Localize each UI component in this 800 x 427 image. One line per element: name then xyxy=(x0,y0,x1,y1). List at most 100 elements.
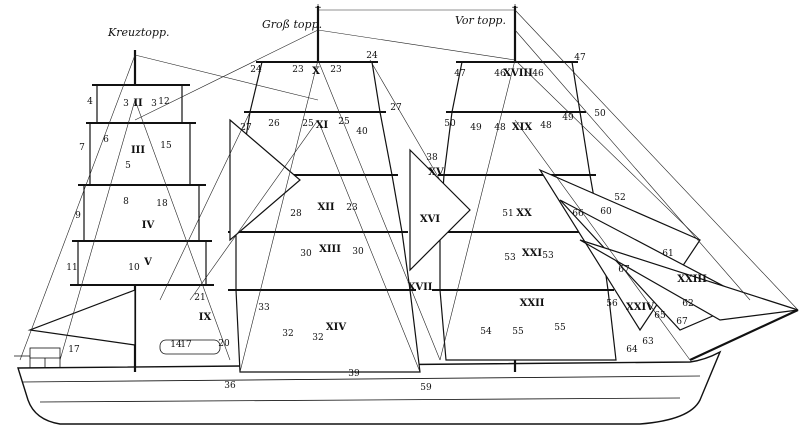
rope-label: 47 xyxy=(574,53,586,63)
rope-label: 39 xyxy=(348,369,360,379)
rope-label: 12 xyxy=(158,97,169,107)
rope-label: 50 xyxy=(444,119,456,129)
main-mast-truck-cross: + xyxy=(314,3,322,13)
rope-label: 55 xyxy=(554,323,566,333)
fore-mast-title: Vor topp. xyxy=(455,14,506,27)
rope-label: 11 xyxy=(66,263,77,273)
sail-label: XX xyxy=(516,208,532,219)
sail-numbers: II III IV V IX X XI XII XIII XIV XVIII X… xyxy=(131,66,707,333)
rope-label: 60 xyxy=(600,207,612,217)
rope-label: 49 xyxy=(562,113,574,123)
rope-label: 9 xyxy=(75,211,81,221)
sail-label: IV xyxy=(142,220,155,231)
rope-label: 65 xyxy=(654,311,666,321)
sail-label: XII xyxy=(317,202,334,213)
rope-label: 46 xyxy=(532,69,544,79)
rope-label: 50 xyxy=(594,109,606,119)
sail-label: XXII xyxy=(520,298,545,309)
mizzen-mast-title: Kreuztopp. xyxy=(107,26,170,39)
rope-label: 67 xyxy=(676,317,688,327)
rope-label: 20 xyxy=(218,339,230,349)
staysails xyxy=(229,118,471,272)
sail-label: XVI xyxy=(420,214,441,225)
rope-label: 15 xyxy=(160,141,172,151)
fore-mast-truck-cross: + xyxy=(511,3,519,13)
rope-label: 56 xyxy=(606,299,618,309)
rope-label: 64 xyxy=(626,345,638,355)
headsails xyxy=(538,168,799,332)
rope-label: 33 xyxy=(258,303,270,313)
rope-numbers: 4 3 3 12 7 6 15 5 8 18 9 10 11 17 14 17 … xyxy=(66,51,693,393)
rope-label: 21 xyxy=(194,293,205,303)
rope-label: 23 xyxy=(330,65,342,75)
rope-label: 54 xyxy=(480,327,492,337)
rope-label: 53 xyxy=(542,251,554,261)
sail-label: V xyxy=(143,257,152,268)
sail-label: XXIII xyxy=(677,274,707,285)
rope-label: 32 xyxy=(312,333,323,343)
rope-label: 30 xyxy=(352,247,364,257)
rope-label: 30 xyxy=(300,249,312,259)
sail-label: XIX xyxy=(512,122,532,133)
rope-label: 27 xyxy=(390,103,402,113)
rope-label: 14 xyxy=(170,340,182,350)
sail-label: III xyxy=(131,145,145,156)
rope-label: 10 xyxy=(128,263,140,273)
rope-label: 38 xyxy=(426,153,438,163)
bowsprit xyxy=(689,309,799,361)
rope-label: 24 xyxy=(250,65,262,75)
rope-label: 66 xyxy=(572,209,584,219)
rope-label: 59 xyxy=(420,383,432,393)
fore-sails xyxy=(432,61,617,361)
rope-label: 67 xyxy=(618,265,630,275)
rope-label: 52 xyxy=(614,193,625,203)
rope-label: 3 xyxy=(151,99,157,109)
sail-label: XIV xyxy=(326,322,346,333)
rope-label: 61 xyxy=(662,249,673,259)
rope-label: 8 xyxy=(123,197,129,207)
rope-label: 23 xyxy=(346,203,358,213)
rope-label: 63 xyxy=(642,337,654,347)
rope-label: 27 xyxy=(240,123,252,133)
sail-label: X xyxy=(312,66,320,77)
rope-label: 62 xyxy=(682,299,693,309)
rope-label: 48 xyxy=(540,121,552,131)
sail-label: II xyxy=(133,98,143,109)
rope-label: 48 xyxy=(494,123,506,133)
sail-label: XXI xyxy=(522,248,543,259)
sail-label: XI xyxy=(316,120,329,131)
rope-label: 6 xyxy=(103,135,109,145)
rope-label: 51 xyxy=(502,209,513,219)
rope-label: 24 xyxy=(366,51,378,61)
rope-label: 5 xyxy=(125,161,131,171)
lifeboat xyxy=(159,339,221,355)
rope-label: 4 xyxy=(87,97,93,107)
rope-label: 18 xyxy=(156,199,168,209)
rigging-lines xyxy=(19,9,799,373)
rope-label: 3 xyxy=(123,99,129,109)
sail-label: XIII xyxy=(319,244,341,255)
rope-label: 36 xyxy=(224,381,236,391)
mizzen-sails xyxy=(27,84,214,346)
rope-label: 32 xyxy=(282,329,293,339)
rope-label: 49 xyxy=(470,123,482,133)
sail-label: XXIV xyxy=(626,302,654,313)
hull xyxy=(14,339,722,425)
rope-label: 7 xyxy=(79,143,85,153)
main-mast-title: Groß topp. xyxy=(262,18,322,31)
rope-label: 25 xyxy=(338,117,350,127)
rope-label: 26 xyxy=(268,119,280,129)
rope-label: 46 xyxy=(494,69,506,79)
sail-label: XVIII xyxy=(503,68,533,79)
rope-label: 28 xyxy=(290,209,302,219)
rope-label: 53 xyxy=(504,253,516,263)
deckhouse xyxy=(29,347,61,359)
rope-label: 23 xyxy=(292,65,304,75)
sail-label: IX xyxy=(199,312,212,323)
sail-label: XVII xyxy=(408,282,433,293)
rope-label: 40 xyxy=(356,127,368,137)
rope-label: 17 xyxy=(180,340,192,350)
rope-label: 55 xyxy=(512,327,524,337)
rope-label: 17 xyxy=(68,345,80,355)
